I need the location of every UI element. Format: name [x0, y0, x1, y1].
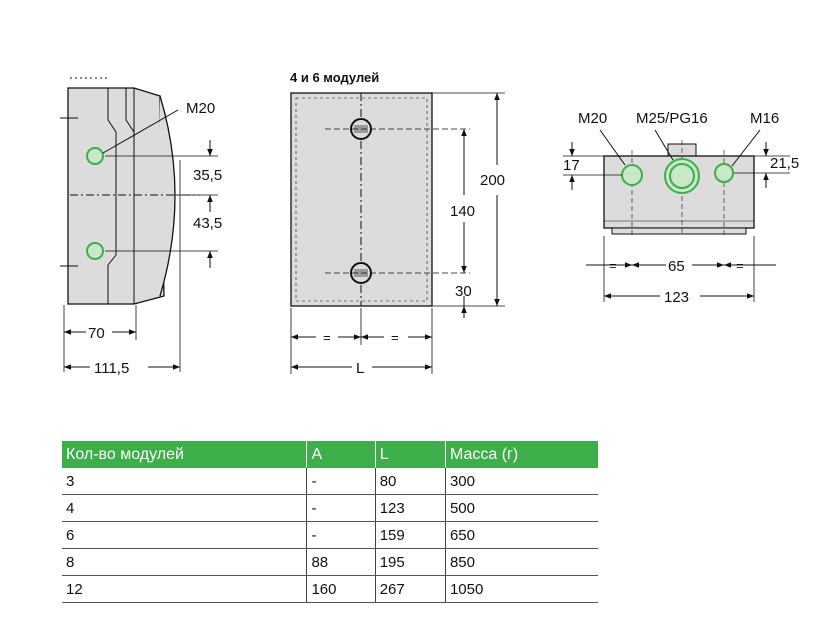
cell-l: 80 — [374, 468, 446, 495]
cell-modules: 6 — [62, 521, 307, 549]
top-view: M20 M25/PG16 M16 17 21,5 = 65 — [563, 110, 799, 306]
front-dim-width: L — [356, 360, 364, 377]
front-dim-spacing: 140 — [450, 203, 475, 220]
header-modules: Кол-во модулей — [62, 441, 307, 468]
header-a: A — [306, 441, 376, 468]
technical-drawings: M20 35,5 43,5 70 111,5 4 и 6 модулей — [60, 70, 799, 377]
side-dim-depth-total: 111,5 — [94, 360, 129, 377]
specification-table: Кол-во модулей A L Масса (г) 3 - 80 300 … — [62, 441, 598, 603]
top-gland-right — [714, 163, 734, 183]
cell-a: - — [306, 521, 376, 549]
cell-l: 195 — [374, 548, 446, 576]
cell-modules: 3 — [62, 468, 307, 495]
cell-a: - — [306, 494, 376, 522]
side-dim-upper: 35,5 — [193, 167, 222, 184]
top-dim-left-height: 17 — [563, 157, 580, 174]
cell-mass: 1050 — [444, 575, 598, 603]
table-header-row: Кол-во модулей A L Масса (г) — [62, 441, 598, 468]
top-gland-right-label: M16 — [750, 110, 779, 127]
top-dim-width: 123 — [664, 289, 689, 306]
table-row: 4 - 123 500 — [62, 494, 598, 522]
table-row: 12 160 267 1050 — [62, 575, 598, 603]
cell-mass: 300 — [444, 468, 598, 495]
cell-mass: 500 — [444, 494, 598, 522]
front-dim-height: 200 — [480, 172, 505, 189]
side-view: M20 35,5 43,5 70 111,5 — [60, 77, 222, 377]
top-dim-spacing: 65 — [668, 258, 685, 275]
front-equal-mark-right: = — [391, 330, 399, 345]
top-equal-mark-left: = — [609, 258, 617, 273]
table-row: 6 - 159 650 — [62, 521, 598, 549]
side-gland-label: M20 — [186, 100, 215, 117]
cell-modules: 8 — [62, 548, 307, 576]
front-view: 4 и 6 модулей 200 140 30 = = L — [290, 70, 505, 377]
cell-l: 123 — [374, 494, 446, 522]
cell-l: 159 — [374, 521, 446, 549]
front-dim-bottom: 30 — [455, 283, 472, 300]
side-dim-depth-inner: 70 — [88, 325, 105, 342]
table-row: 3 - 80 300 — [62, 468, 598, 495]
cell-a: 88 — [306, 548, 376, 576]
cell-a: 160 — [306, 575, 376, 603]
cell-a: - — [306, 468, 376, 495]
side-gland-lower — [86, 242, 104, 260]
cell-modules: 12 — [62, 575, 307, 603]
top-equal-mark-right: = — [736, 258, 744, 273]
top-gland-left-label: M20 — [578, 110, 607, 127]
table-row: 8 88 195 850 — [62, 548, 598, 576]
cell-modules: 4 — [62, 494, 307, 522]
header-l: L — [374, 441, 446, 468]
side-dim-lower: 43,5 — [193, 215, 222, 232]
cell-mass: 650 — [444, 521, 598, 549]
top-dim-right-height: 21,5 — [770, 155, 799, 172]
top-gland-left — [621, 164, 643, 186]
top-gland-center-label: M25/PG16 — [636, 110, 708, 127]
cell-l: 267 — [374, 575, 446, 603]
header-mass: Масса (г) — [444, 441, 598, 468]
cell-mass: 850 — [444, 548, 598, 576]
side-gland-upper — [86, 147, 104, 165]
front-equal-mark-left: = — [323, 330, 331, 345]
front-caption: 4 и 6 модулей — [290, 70, 379, 85]
side-cover — [159, 95, 176, 297]
